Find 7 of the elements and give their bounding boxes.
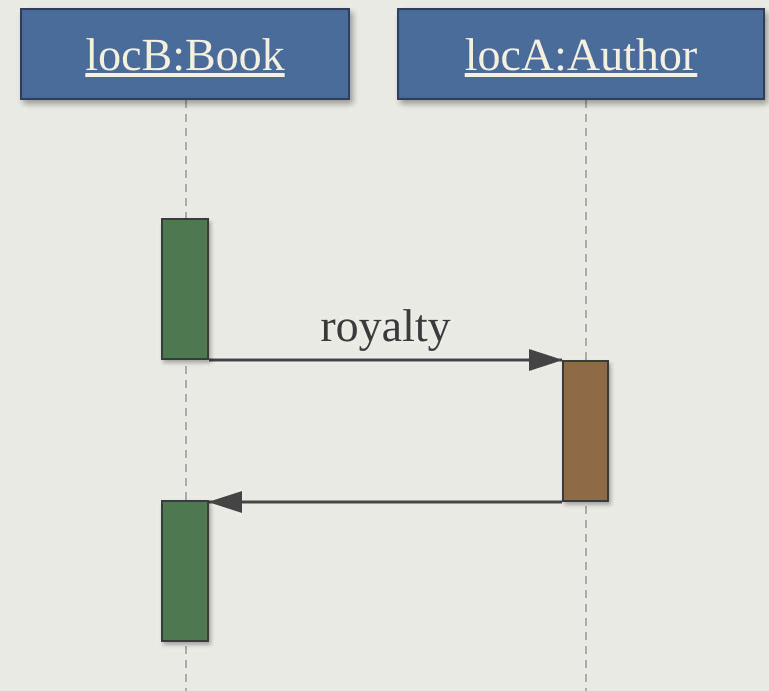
object-header: locB:Book xyxy=(20,8,350,100)
activation-bar xyxy=(161,218,209,360)
activation-bar xyxy=(161,500,209,642)
activation-bar xyxy=(562,360,609,502)
object-header: locA:Author xyxy=(397,8,765,100)
message-arrow xyxy=(208,491,562,513)
message-arrow xyxy=(209,349,563,371)
